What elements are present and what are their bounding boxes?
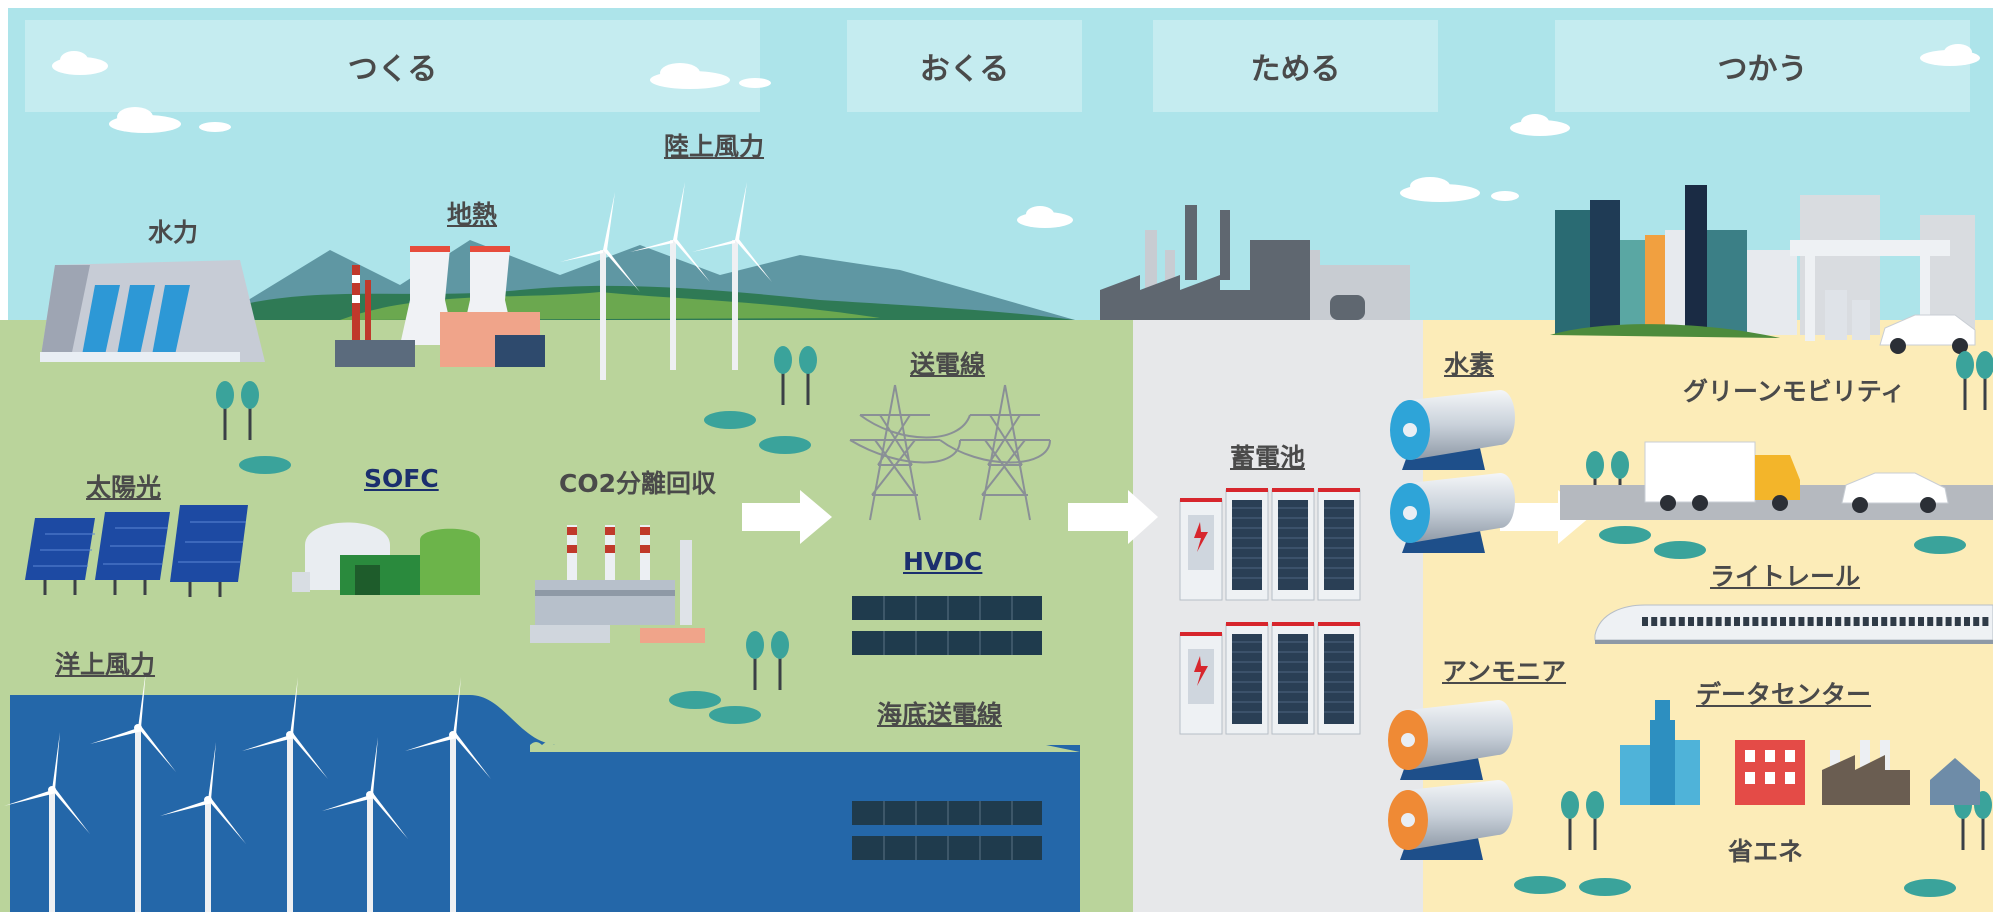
label-subsea-cable[interactable]: 海底送電線	[877, 700, 1003, 729]
trees	[216, 346, 1993, 897]
label-green-mobility: グリーンモビリティ	[1683, 377, 1906, 406]
store-ground	[1133, 320, 1423, 912]
label-hvdc[interactable]: HVDC	[903, 547, 983, 576]
transmission-towers	[849, 384, 1051, 521]
offshore-wind	[4, 670, 491, 912]
hydro-dam	[40, 260, 265, 362]
label-offshore-wind[interactable]: 洋上風力	[55, 650, 156, 679]
label-hydrogen[interactable]: 水素	[1444, 350, 1495, 379]
city-skyline	[1550, 185, 1975, 338]
hvdc-cable-panels	[852, 596, 1042, 655]
label-geothermal[interactable]: 地熱	[447, 200, 498, 229]
gas-station	[1790, 240, 1950, 341]
header-use: つかう	[1555, 20, 1970, 112]
header-send: おくる	[847, 20, 1082, 112]
label-co2-capture: CO2分離回収	[559, 469, 716, 498]
geothermal-plant	[335, 246, 545, 367]
label-hydro: 水力	[148, 218, 199, 247]
label-light-rail[interactable]: ライトレール	[1710, 562, 1861, 591]
header-make: つくる	[25, 20, 760, 112]
factory-silhouette	[1100, 205, 1410, 320]
onshore-wind	[560, 181, 773, 380]
label-solar[interactable]: 太陽光	[86, 473, 162, 502]
battery-cabinets	[1179, 488, 1361, 735]
light-rail-train	[1594, 604, 1993, 644]
label-battery[interactable]: 蓄電池	[1230, 443, 1306, 472]
label-datacenter[interactable]: データセンター	[1696, 680, 1872, 709]
label-sofc[interactable]: SOFC	[364, 464, 439, 493]
label-transmission[interactable]: 送電線	[910, 350, 986, 379]
solar-panels	[25, 505, 248, 597]
sofc-facility	[292, 522, 480, 595]
mobility-road	[1560, 441, 1993, 520]
car-city	[1879, 314, 1976, 354]
storage-tanks	[1388, 390, 1515, 860]
subsea-cable-panels	[852, 801, 1042, 860]
label-ammonia[interactable]: アンモニア	[1442, 657, 1567, 686]
header-store: ためる	[1153, 20, 1438, 112]
co2-capture-plant	[530, 525, 705, 643]
clouds	[52, 44, 1980, 228]
label-onshore-wind[interactable]: 陸上風力	[664, 132, 765, 161]
datacenter-buildings	[1620, 700, 1980, 805]
label-energy-saving: 省エネ	[1728, 837, 1804, 866]
